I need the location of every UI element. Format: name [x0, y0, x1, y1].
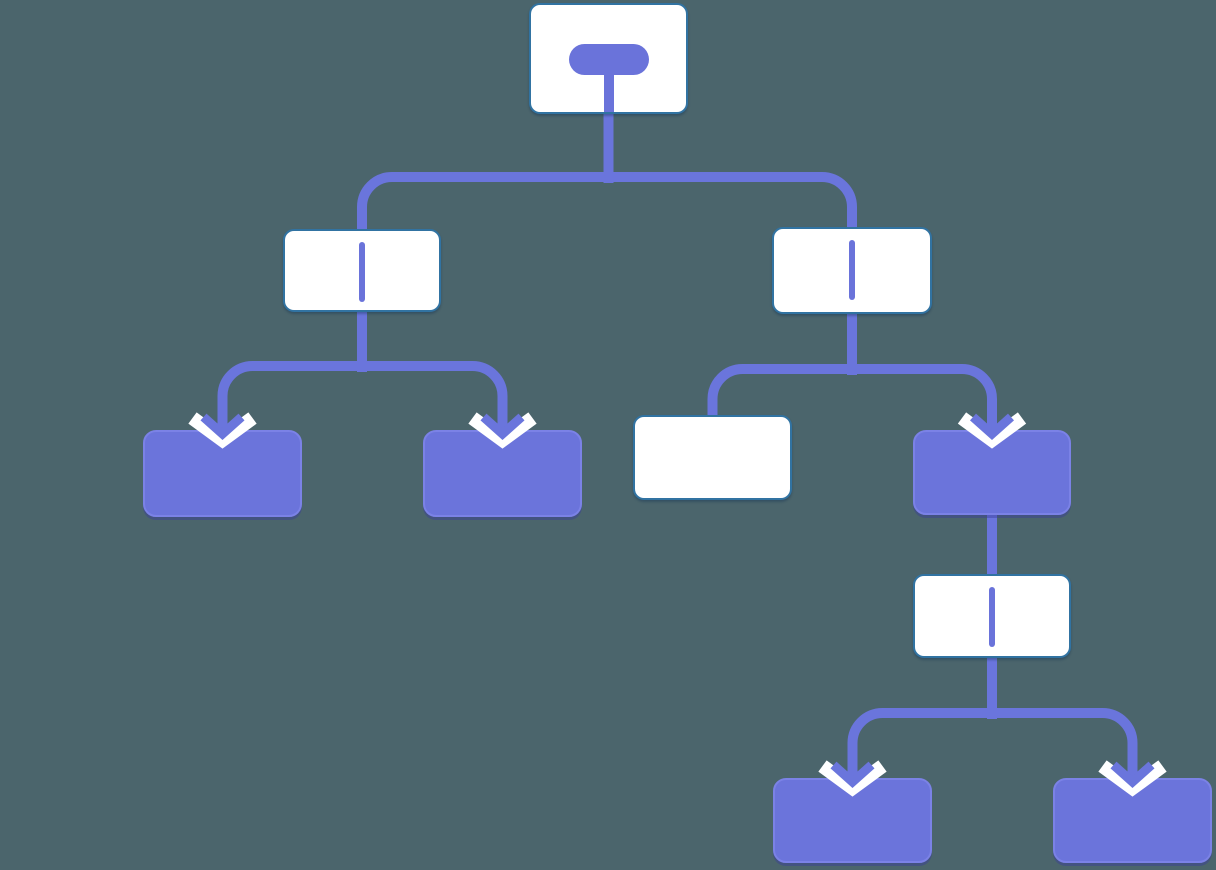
collapse-arrow-icon [969, 413, 1015, 441]
root-node[interactable] [529, 3, 688, 114]
pass-through-line-icon [989, 587, 995, 647]
leaf-white-node[interactable] [633, 415, 792, 500]
collapse-arrow-icon [200, 413, 245, 441]
pass-through-line-icon [849, 240, 855, 300]
branch-bottom-node[interactable] [913, 574, 1071, 658]
branch-right-node[interactable] [772, 227, 932, 314]
capsule-stem [603, 67, 614, 112]
connector-right-split[interactable] [707, 364, 997, 432]
collapse-arrow-icon [480, 413, 525, 441]
connector-bottom-split[interactable] [847, 708, 1138, 780]
collapse-arrow-icon [830, 761, 875, 789]
connector-root-split[interactable] [357, 172, 857, 231]
title-capsule-icon [568, 44, 649, 75]
branch-left-node[interactable] [283, 229, 441, 312]
pass-through-line-icon [359, 242, 365, 302]
collapse-arrow-icon [1110, 761, 1155, 789]
connector-left-split[interactable] [217, 361, 508, 432]
